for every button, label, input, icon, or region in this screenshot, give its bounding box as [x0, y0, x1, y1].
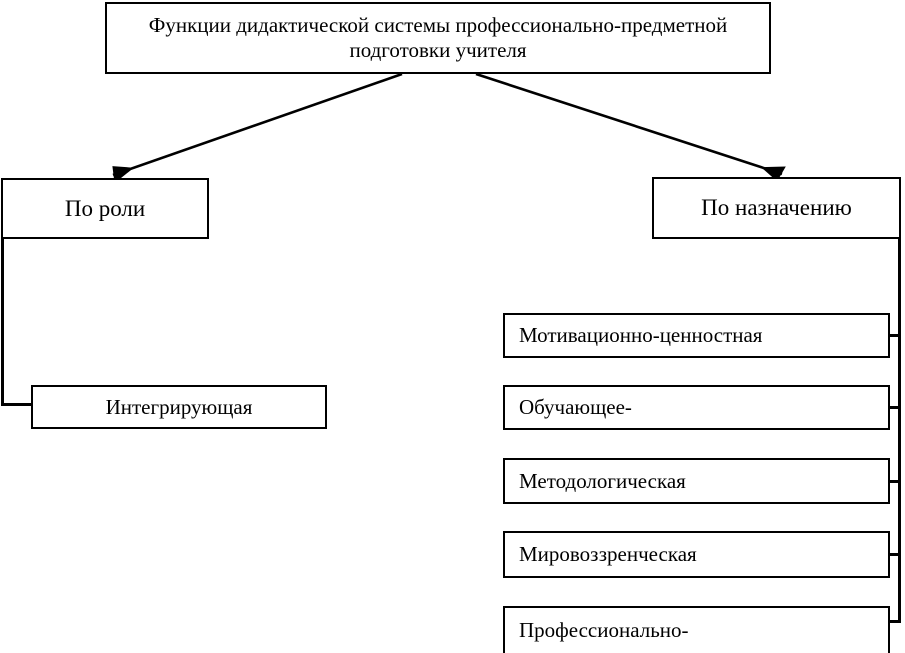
connector-by-role-trunk — [1, 238, 4, 406]
connector-stub-teaching — [887, 406, 899, 409]
connector-stub-methodologic — [887, 480, 899, 483]
node-root: Функции дидактической системы профессион… — [105, 2, 771, 74]
node-methodologic: Методологическая — [503, 458, 890, 504]
node-worldview-label: Мировоззренческая — [519, 542, 697, 567]
arrow-root-to-by-role — [112, 72, 403, 184]
node-by-purpose: По назначению — [652, 177, 901, 239]
node-root-label: Функции дидактической системы профессион… — [148, 13, 728, 62]
connector-stub-worldview — [887, 553, 899, 556]
node-methodologic-label: Методологическая — [519, 468, 686, 493]
node-worldview: Мировоззренческая — [503, 531, 890, 578]
connector-stub-motivational — [887, 334, 899, 337]
node-by-purpose-label: По назначению — [701, 195, 852, 221]
arrow-root-to-by-purpose — [475, 72, 786, 182]
node-motivational-label: Мотивационно-ценностная — [519, 323, 763, 348]
node-teaching-label: Обучающее- — [519, 395, 632, 420]
node-teaching: Обучающее- — [503, 385, 890, 430]
node-professional-label: Профессионально- — [519, 618, 689, 643]
node-by-role-label: По роли — [64, 195, 146, 221]
connector-stub-integrating — [1, 403, 33, 406]
connector-stub-professional — [887, 620, 899, 623]
node-integrating: Интегрирующая — [31, 385, 327, 429]
node-professional: Профессионально- — [503, 606, 890, 653]
connector-by-purpose-trunk — [898, 238, 901, 623]
node-integrating-label: Интегрирующая — [105, 394, 253, 419]
node-motivational: Мотивационно-ценностная — [503, 313, 890, 358]
node-by-role: По роли — [1, 178, 209, 239]
